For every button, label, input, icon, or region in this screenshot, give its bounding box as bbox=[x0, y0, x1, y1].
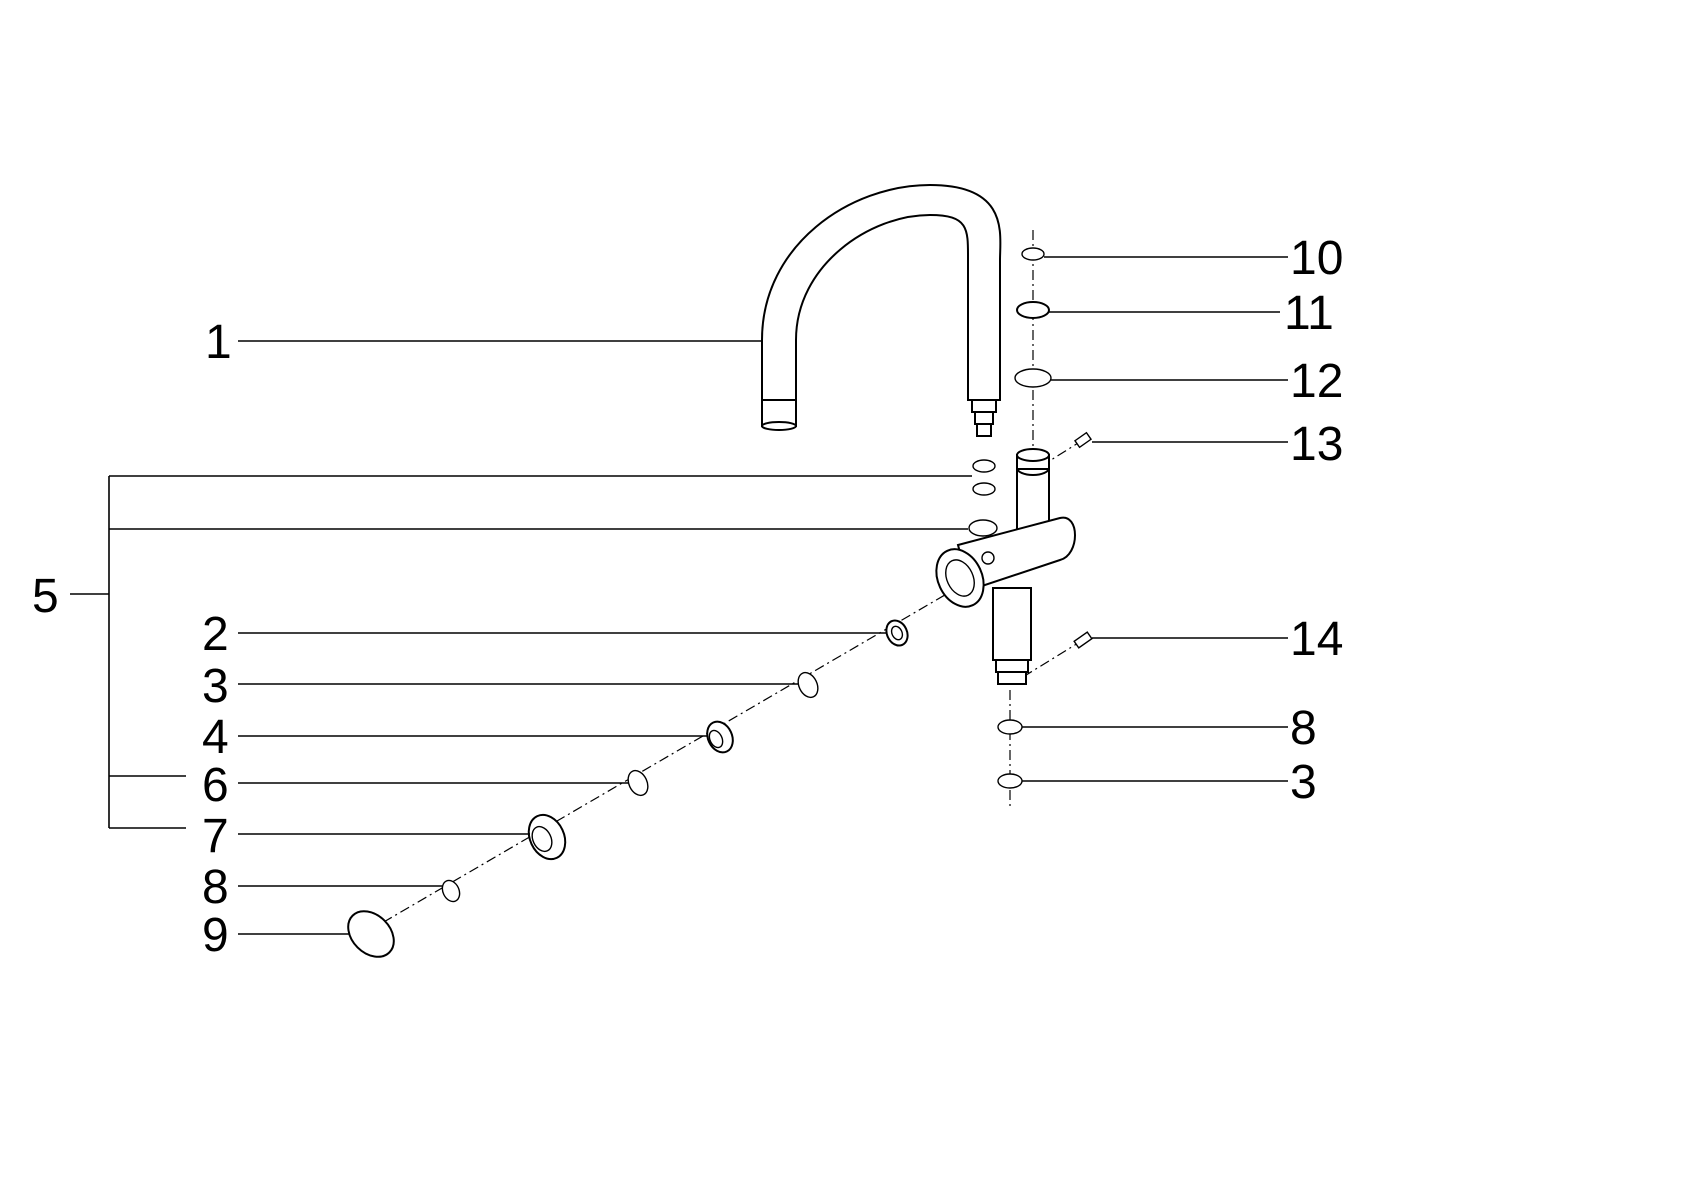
diagonal-assembly-axis bbox=[369, 584, 963, 931]
callout-1: 1 bbox=[205, 316, 232, 369]
o-ring-8-right bbox=[997, 719, 1023, 735]
screw-14 bbox=[1073, 631, 1093, 649]
spout-part bbox=[761, 183, 1002, 437]
cartridge-2 bbox=[885, 619, 909, 647]
callout-2: 2 bbox=[202, 608, 229, 661]
callout-8-right: 8 bbox=[1290, 702, 1317, 755]
screw-14-axis bbox=[1017, 639, 1084, 681]
o-ring-11 bbox=[1016, 301, 1050, 319]
screw-13 bbox=[1073, 431, 1093, 449]
callout-4: 4 bbox=[202, 711, 229, 764]
o-ring-3-right bbox=[997, 773, 1023, 789]
callout-8-left: 8 bbox=[202, 861, 229, 914]
o-ring-8-left bbox=[441, 879, 461, 903]
o-ring-12 bbox=[1014, 368, 1052, 388]
insert-4 bbox=[706, 720, 734, 754]
callout-11: 11 bbox=[1284, 287, 1334, 340]
screw-13-axis bbox=[1042, 439, 1084, 466]
cap-9 bbox=[347, 910, 395, 958]
callout-3-right: 3 bbox=[1290, 756, 1317, 809]
callout-6: 6 bbox=[202, 759, 229, 812]
o-ring-5a bbox=[972, 459, 996, 473]
o-ring-10 bbox=[1021, 247, 1045, 261]
o-ring-3-left bbox=[797, 671, 819, 699]
callout-9: 9 bbox=[202, 909, 229, 962]
o-ring-5b bbox=[972, 482, 996, 496]
callout-14: 14 bbox=[1290, 613, 1343, 666]
callout-5: 5 bbox=[32, 570, 59, 623]
callout-10: 10 bbox=[1290, 232, 1343, 285]
o-ring-5c bbox=[968, 519, 998, 537]
insert-7 bbox=[527, 813, 567, 861]
callout-3-left: 3 bbox=[202, 660, 229, 713]
callout-13: 13 bbox=[1290, 418, 1343, 471]
callout-12: 12 bbox=[1290, 355, 1343, 408]
o-ring-6 bbox=[627, 769, 649, 797]
valve-body-part bbox=[935, 448, 1076, 685]
callout-7: 7 bbox=[202, 810, 229, 863]
